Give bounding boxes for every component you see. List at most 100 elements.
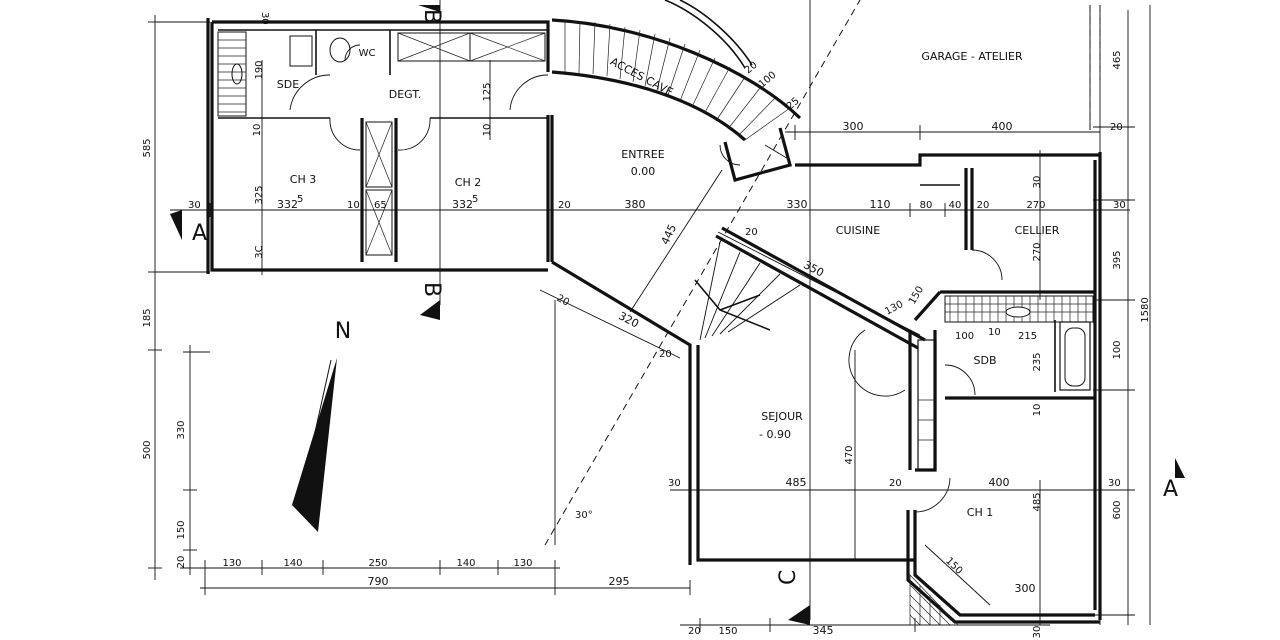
section-dashed-lines [544, 0, 1101, 546]
section-a-left: A [192, 221, 207, 246]
dim-label: 30 [1113, 200, 1126, 211]
room-garage: GARAGE - ATELIER [921, 50, 1023, 63]
entree-level: 0.00 [631, 165, 656, 178]
dim-label: 790 [368, 575, 389, 588]
room-degt: DEGT. [389, 88, 421, 101]
room-sdb: SDB [974, 354, 997, 367]
dim-label: 130 [513, 558, 532, 569]
dim-label: 270 [1026, 200, 1045, 211]
dim-label: 30 [259, 12, 270, 25]
dim-label: 185 [142, 308, 153, 327]
dim-label: 325 [254, 185, 265, 204]
dim-label: 300 [1015, 582, 1036, 595]
angle-label: 30° [575, 510, 593, 521]
room-cellier: CELLIER [1015, 224, 1060, 237]
dim-label: 332 [452, 198, 473, 211]
dim-label: 600 [1112, 500, 1123, 519]
dim-label: 330 [176, 420, 187, 439]
dim-label: 10 [1032, 404, 1043, 417]
room-entree: ENTREE [621, 148, 664, 161]
dim-label: 400 [992, 120, 1013, 133]
walls [206, 18, 1102, 624]
room-acces-cave: ACCES CAVE [608, 55, 675, 99]
dim-label: 80 [920, 200, 933, 211]
cellar-stairs [551, 0, 802, 341]
dim-label: 270 [1032, 242, 1043, 261]
dim-label: 485 [1032, 492, 1043, 511]
dim-label: 125 [482, 82, 493, 101]
room-sejour: SEJOUR [761, 410, 803, 423]
dim-label: 20 [659, 349, 672, 360]
dim-label: 345 [813, 624, 834, 637]
dim-label: 465 [1112, 50, 1123, 69]
dimension-labels: 30 190 125 20 100 25 300 400 465 20 585 … [142, 12, 1151, 638]
dim-label: 20 [688, 626, 701, 637]
room-ch3: CH 3 [290, 173, 316, 186]
dim-label: 585 [142, 138, 153, 157]
section-b-top: B [419, 9, 444, 24]
dim-label: 20 [1110, 122, 1123, 133]
dim-label: 235 [1032, 352, 1043, 371]
dim-label: 100 [1112, 340, 1123, 359]
dim-label: 445 [658, 222, 679, 247]
room-ch1: CH 1 [967, 506, 993, 519]
dim-label: 150 [718, 626, 737, 637]
dim-label: 190 [254, 60, 265, 79]
dim-label: 20 [745, 227, 758, 238]
dim-label: 500 [142, 440, 153, 459]
room-sde: SDE [277, 78, 299, 91]
room-labels: GARAGE - ATELIER SDE WC DEGT. ACCES CAVE… [277, 48, 1060, 519]
section-b-bottom: B [419, 282, 444, 297]
room-wc: WC [359, 48, 376, 59]
dim-label: 485 [786, 476, 807, 489]
dim-label: 130 [883, 299, 905, 318]
dim-label: 295 [609, 575, 630, 588]
dim-label: 100 [955, 331, 974, 342]
dim-label: 3C [254, 245, 265, 258]
dim-label: 30 [1108, 478, 1121, 489]
dim-label: 1580 [1140, 297, 1151, 322]
sejour-level: - 0.90 [759, 428, 791, 441]
dim-label: 65 [374, 200, 387, 211]
dim-label: 100 [757, 70, 779, 91]
dim-label: 250 [368, 558, 387, 569]
dimension-lines [148, 0, 1151, 632]
dim-label: 5 [297, 194, 303, 205]
dim-label: 20 [743, 60, 760, 77]
dim-label: 300 [843, 120, 864, 133]
dim-label: 110 [870, 198, 891, 211]
section-c: C [776, 570, 801, 585]
dim-label: 150 [943, 556, 964, 577]
dim-label: 150 [907, 284, 926, 306]
dim-label: 130 [222, 558, 241, 569]
dim-label: 10 [988, 327, 1001, 338]
north-arrow: N [292, 319, 351, 532]
dim-label: 400 [989, 476, 1010, 489]
dim-label: 380 [625, 198, 646, 211]
dim-label: 20 [558, 200, 571, 211]
dim-label: 20 [977, 200, 990, 211]
dim-label: 30 [188, 200, 201, 211]
dim-label: 395 [1112, 250, 1123, 269]
dim-label: 40 [949, 200, 962, 211]
dim-label: 5 [472, 194, 478, 205]
dim-label: 332 [277, 198, 298, 211]
hatched-areas [217, 31, 1094, 626]
dim-label: 20 [176, 556, 187, 569]
dim-label: 30 [1032, 176, 1043, 189]
dim-label: 330 [787, 198, 808, 211]
dim-label: 10 [482, 124, 493, 137]
north-label: N [335, 319, 351, 344]
door-swings [289, 44, 1003, 513]
section-markers: A A B B C [170, 5, 1185, 625]
dim-label: 150 [176, 520, 187, 539]
section-a-right: A [1163, 477, 1178, 502]
dim-label: 20 [889, 478, 902, 489]
dim-label: 140 [456, 558, 475, 569]
dim-label: 30 [668, 478, 681, 489]
dim-label: 20 [555, 293, 571, 309]
dim-label: 470 [844, 445, 855, 464]
room-ch2: CH 2 [455, 176, 481, 189]
dim-label: 140 [283, 558, 302, 569]
